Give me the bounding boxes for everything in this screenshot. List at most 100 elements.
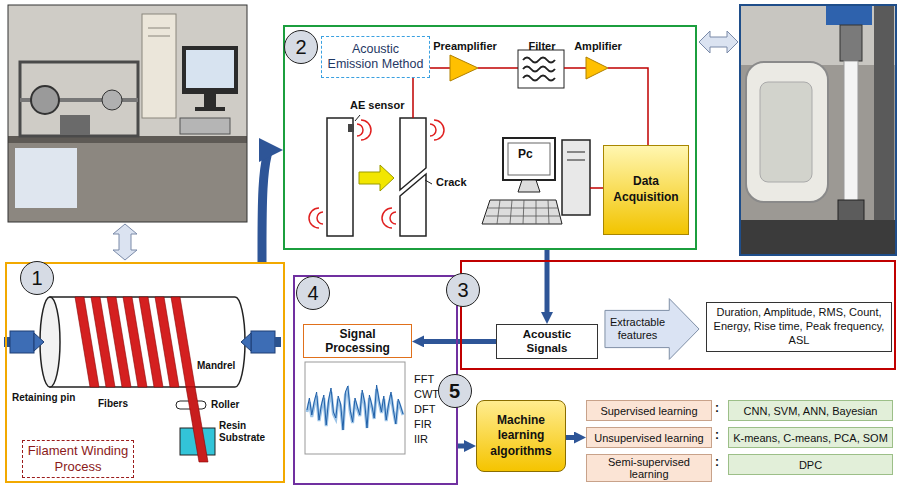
method-list: FFT CWT DFT FIR IIR (414, 372, 442, 447)
yellow-arrow (359, 165, 394, 191)
scale (180, 118, 230, 134)
drive-slot (148, 28, 170, 29)
computer-tower (142, 14, 176, 118)
method-box: CNN, SVM, ANN, Bayesian (728, 400, 893, 421)
process-box: Acoustic Signals (496, 324, 598, 359)
filter-wave (523, 58, 555, 81)
monitor (182, 46, 238, 94)
flow-arrow (566, 435, 578, 440)
part-label: Preamplifier (432, 40, 498, 53)
pin-tip (241, 333, 251, 351)
callout-number: 1 (20, 261, 54, 295)
box-text: Semi-supervised learning (590, 456, 708, 480)
machine-wheel (102, 90, 122, 110)
photo-frame (8, 5, 247, 222)
drive-slot (567, 152, 585, 153)
box-text: Acoustic Emission Method (326, 42, 425, 72)
machine-frame (20, 62, 138, 136)
chamber-window (760, 82, 812, 182)
box-text: Supervised learning (600, 405, 697, 417)
preamplifier-symbol (450, 55, 478, 81)
signal-band (307, 389, 403, 430)
callout-number: 4 (296, 276, 330, 310)
stage-panel: Acoustic Emission MethodData Acquisition… (283, 25, 697, 250)
category-box: Semi-supervised learning (586, 454, 712, 482)
sound-waves (309, 120, 444, 228)
separator-mark: : (715, 401, 719, 415)
box-text: K-means, C-means, PCA, SOM (733, 432, 888, 444)
photo-ground (740, 5, 896, 255)
photo-wall (740, 5, 896, 65)
box-text: Data Acquisition (608, 174, 684, 205)
keyboard (482, 200, 562, 224)
pc-tower (562, 140, 590, 215)
winding-illustration (4, 297, 281, 462)
pc-monitor (503, 138, 555, 180)
double-arrow (113, 224, 137, 260)
upper-grip (840, 25, 862, 61)
photo-table (8, 140, 247, 222)
part-label: Pc (518, 147, 533, 161)
specimen (844, 61, 858, 201)
signal-wire (590, 187, 603, 189)
signal-wire (478, 67, 518, 69)
monitor-screen (186, 50, 234, 88)
cracked-tube (400, 174, 426, 236)
title-box: Acoustic Emission Method (321, 36, 430, 78)
plastic-cover (15, 148, 77, 208)
leader-line (355, 115, 360, 121)
part-label: Crack (436, 176, 467, 189)
callout-number: 5 (438, 374, 472, 408)
amplifier-symbol (586, 57, 608, 79)
box-text: DPC (799, 459, 822, 471)
box-text: Filament Winding Process (27, 443, 129, 474)
arrow-outline (605, 299, 699, 360)
callout-number: 2 (284, 30, 318, 64)
test-photo (740, 5, 896, 255)
fiber-band (171, 297, 195, 387)
flow-arrow (262, 150, 269, 262)
pc-screen (508, 143, 550, 175)
box-text: Signal Processing (307, 327, 408, 355)
drive-slot (148, 36, 170, 37)
category-box: Supervised learning (586, 400, 712, 421)
method-box: DPC (728, 454, 893, 475)
retaining-pin (251, 331, 275, 353)
machine-wheel (31, 86, 59, 114)
box-text: Extractable features (607, 316, 668, 342)
box-text: Duration, Amplitude, RMS, Count, Energy,… (712, 306, 886, 347)
flow-arrow (420, 339, 496, 344)
part-label: Roller (211, 399, 239, 411)
setup-photo (8, 5, 247, 222)
machine-head (826, 5, 872, 25)
part-label: Filter (520, 40, 564, 53)
ae-sensor (348, 124, 354, 132)
feature-box: Duration, Amplitude, RMS, Count, Energy,… (706, 302, 892, 352)
part-label: Fibers (98, 398, 128, 410)
separator-mark: : (715, 455, 719, 469)
part-label: AE sensor (350, 99, 404, 112)
fiber-feed (186, 387, 208, 462)
drive-slot (567, 160, 585, 161)
pin-knob (275, 337, 281, 347)
photo-wall (8, 5, 247, 222)
box-text: CNN, SVM, ANN, Bayesian (744, 405, 878, 417)
specimen-tube (327, 118, 353, 236)
double-arrow (699, 31, 738, 53)
method-box: K-means, C-means, PCA, SOM (728, 427, 893, 448)
signal-plot (305, 362, 405, 454)
signal-trace (307, 385, 403, 430)
part-label: Retaining pin (12, 392, 75, 404)
keyboard-keys (486, 200, 560, 224)
separator-mark: : (715, 428, 719, 442)
plot-frame (305, 362, 405, 454)
machine-base (740, 220, 896, 255)
signal-wire (608, 68, 648, 145)
category-box: Unsupervised learning (586, 427, 712, 448)
monitor-base (195, 107, 225, 111)
stage-panel: Signal Processing 4FFT CWT DFT FIR IIR (293, 275, 458, 485)
lower-grip (838, 200, 864, 222)
filter-symbol (518, 50, 564, 88)
stage-panel: Acoustic Signals Extractable features Dura… (460, 260, 896, 370)
box-text: Unsupervised learning (594, 432, 703, 444)
